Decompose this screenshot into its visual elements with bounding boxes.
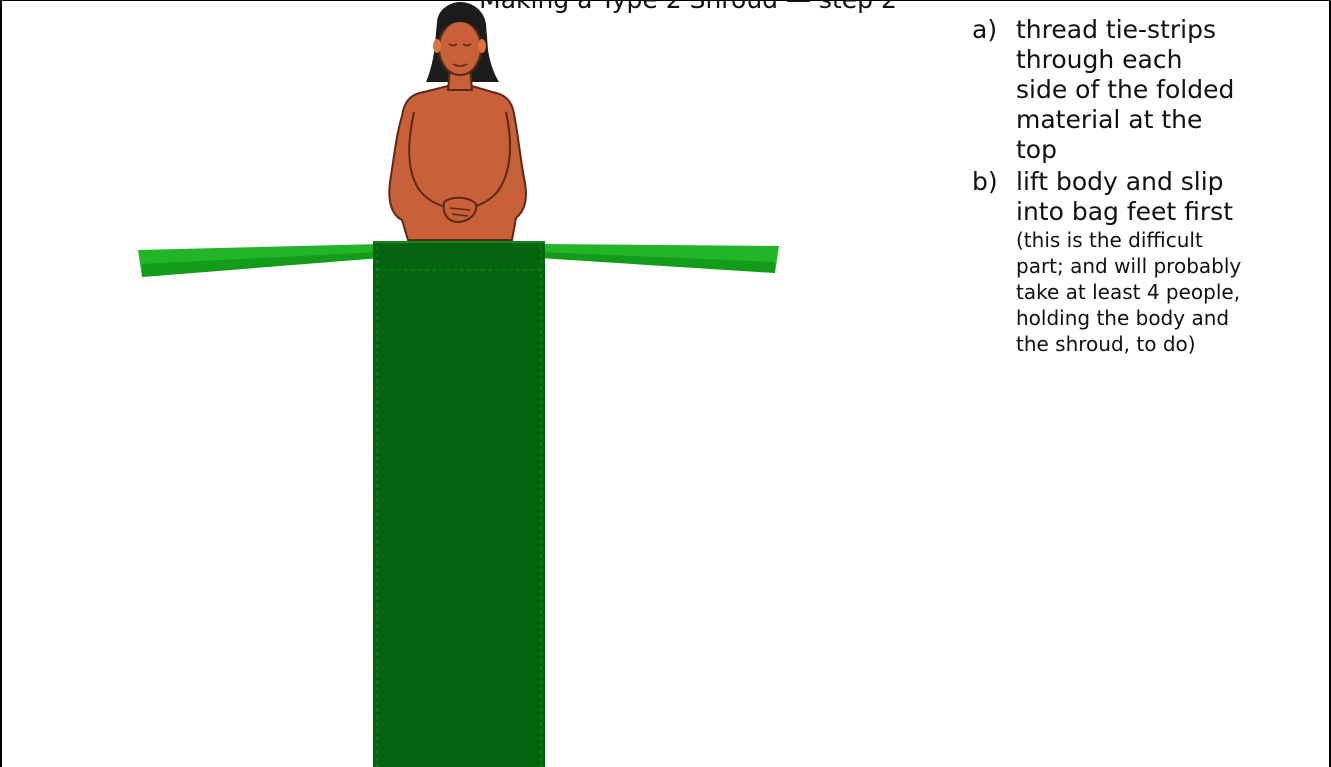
shroud-illustration: [138, 2, 779, 767]
step-text: thread tie-strips through each side of t…: [1016, 15, 1235, 164]
step-text: lift body and slip into bag feet first: [1016, 167, 1234, 226]
shroud-bag: [373, 241, 545, 767]
top-rule: [0, 0, 1331, 1]
tie-strip-right: [540, 244, 779, 273]
page-title: Making a Type 2 Shroud — step 2: [428, 0, 948, 13]
step-marker: a): [972, 15, 998, 44]
person-icon: [388, 2, 527, 241]
instruction-list: a) thread tie-strips through each side o…: [972, 15, 1322, 359]
instruction-step-b: b) lift body and slip into bag feet firs…: [972, 167, 1322, 357]
instruction-step-a: a) thread tie-strips through each side o…: [972, 15, 1322, 165]
step-note: (this is the difficult part; and will pr…: [1016, 228, 1242, 356]
step-marker: b): [972, 167, 998, 196]
tie-strip-left: [138, 244, 380, 277]
